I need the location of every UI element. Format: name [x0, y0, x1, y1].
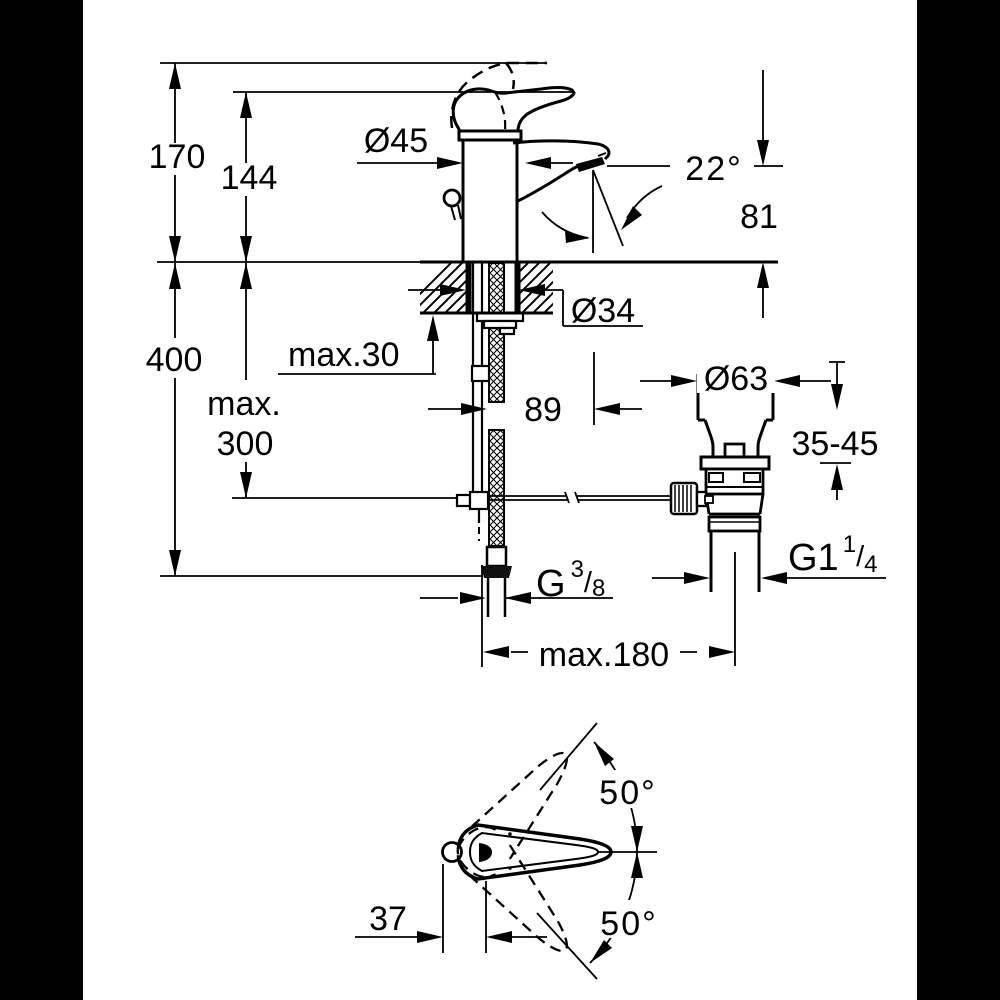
dim-label-300: 300: [217, 425, 274, 463]
handle-inner-line: [468, 831, 600, 873]
hole-edges: [465, 262, 521, 313]
dim-label-144: 144: [221, 159, 278, 197]
handle-dot-top: [508, 832, 512, 836]
rod-tee: [468, 490, 490, 511]
rod-connector: [470, 364, 491, 383]
drain-slot-left: [708, 472, 724, 483]
handle-dashed-up: [456, 751, 568, 879]
handle-raised-dashed: [450, 61, 547, 129]
faucet-side-view: [420, 61, 778, 617]
dim-label-400: 400: [146, 341, 203, 379]
cartridge-pin: [441, 841, 463, 863]
dim-label-89: 89: [524, 391, 562, 429]
supply-nut: [481, 566, 512, 578]
drain-slot-right: [743, 472, 761, 483]
dim-label-max30: max.30: [288, 336, 400, 374]
label-bg-50top: [592, 770, 666, 808]
tailpipe: [709, 531, 761, 592]
spout-bottom: [515, 164, 579, 204]
handle-slot: [479, 843, 492, 862]
aerator-step: [597, 152, 607, 157]
rod-tee-small: [455, 493, 472, 508]
dim-label-50-bottom: 50°: [600, 905, 657, 943]
aerator: [576, 157, 605, 172]
letterbox-left: [0, 0, 83, 1000]
dim-label-max: max.: [207, 385, 281, 423]
supply-tail-tube: [486, 578, 507, 617]
dim-label-22deg: 22°: [685, 150, 742, 188]
hose-collar: [485, 545, 508, 568]
seal-washer: [699, 455, 771, 471]
faucet-body: [461, 138, 519, 262]
dim-label-50-top: 50°: [599, 774, 656, 812]
dim-label-d34: Ø34: [571, 292, 635, 330]
handle-dashed-down: [456, 825, 568, 953]
dim-label-35-45: 35-45: [792, 425, 879, 463]
dim-label-81: 81: [740, 198, 778, 236]
label-bg-d63: [697, 360, 775, 393]
spout-top: [512, 139, 611, 161]
drain-taper: [704, 493, 765, 516]
handle-outline: [456, 823, 613, 881]
handle-dot-bottom: [508, 866, 512, 870]
horizontal-rod: [488, 491, 671, 504]
set-screw: [704, 495, 714, 504]
letterbox-right: [917, 0, 1000, 1000]
dim-label-d63: Ø63: [704, 360, 768, 398]
dim-label-d45: Ø45: [364, 122, 428, 160]
shank-edges: [468, 263, 518, 313]
pin-guide: [723, 442, 746, 457]
pivot-pin: [442, 188, 462, 208]
locknut-band: [707, 515, 762, 533]
mounting-step: [498, 326, 516, 336]
dim-label-max180: max.180: [539, 636, 669, 674]
dim-label-170: 170: [149, 138, 206, 176]
dim-label-37: 37: [369, 900, 407, 938]
knurl-stripes: [674, 485, 692, 512]
dimension-labels: 170 144 Ø45 22° 81 400 max. 300 max.30 Ø…: [146, 122, 879, 943]
handle-lever: [451, 86, 576, 133]
handle-grip-arc: [494, 91, 507, 131]
braided-hose-lower: [488, 429, 505, 547]
flange-shoulders: [698, 418, 773, 457]
handle-top-view: [441, 751, 613, 953]
pivot-stem: [450, 204, 462, 221]
label-bg-50bottom: [593, 900, 667, 938]
popup-drain: [669, 366, 775, 592]
